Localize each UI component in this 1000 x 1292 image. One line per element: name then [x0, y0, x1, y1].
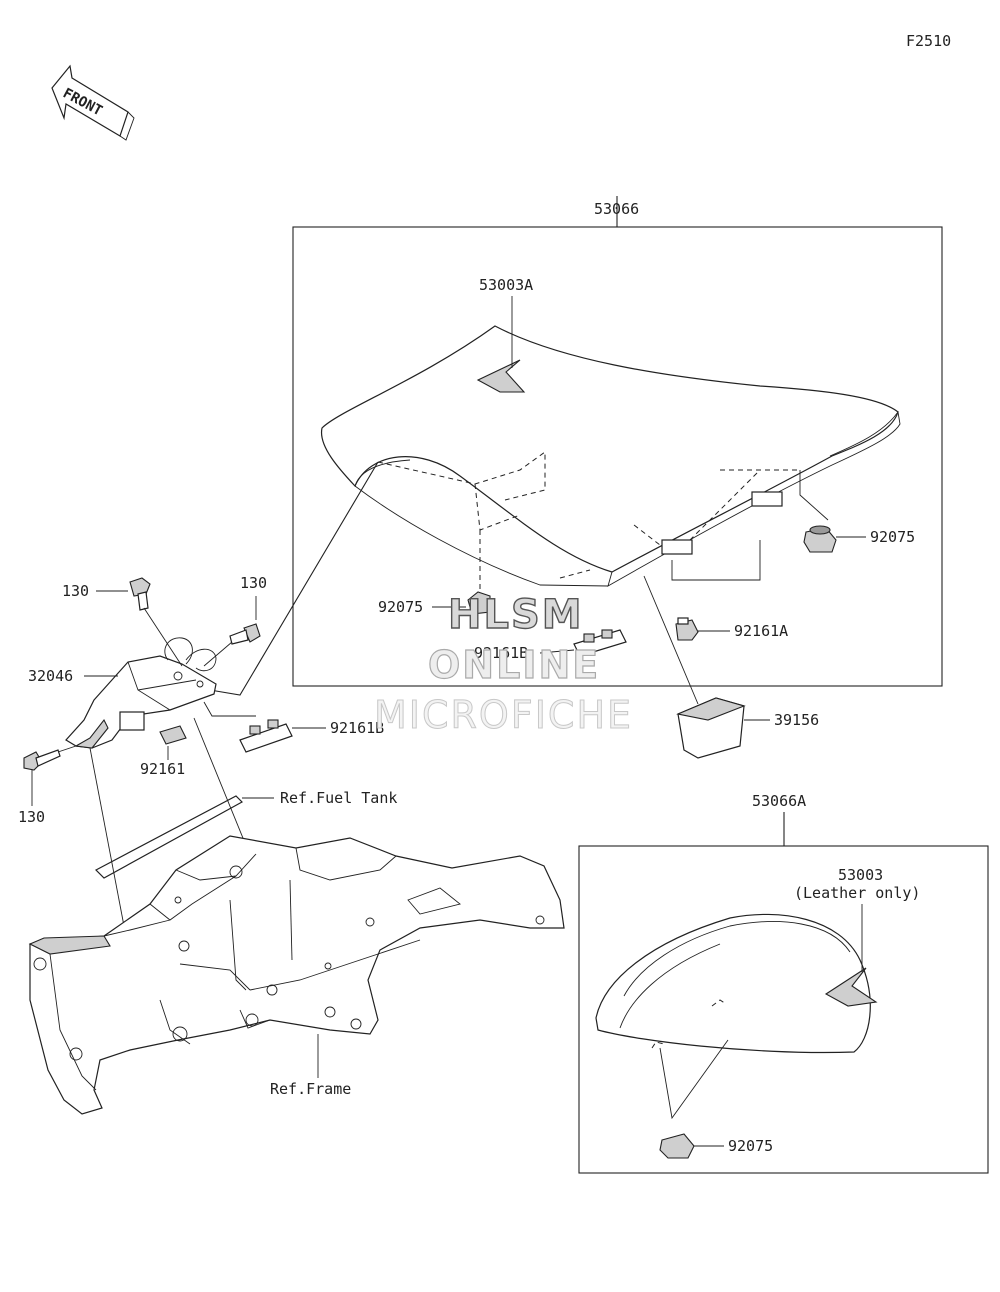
figure-code: F2510: [906, 32, 951, 50]
watermark: HLSM ONLINE MICROFICHE: [374, 591, 633, 737]
label-ref-fuel-tank: Ref.Fuel Tank: [280, 789, 397, 807]
seat-assembly-53066: 92075 92075 92161A 92161B 53003A 53066: [209, 196, 943, 696]
main-seat[interactable]: [320, 325, 899, 573]
pad-92161[interactable]: [159, 725, 187, 760]
bolt-130-top[interactable]: [129, 577, 183, 667]
ref-fuel-tank-plate: [95, 795, 274, 879]
damper-92075-left[interactable]: [467, 591, 491, 615]
label-53066: 53066: [594, 200, 639, 218]
label-92161a: 92161A: [734, 622, 788, 640]
label-ref-frame: Ref.Frame: [270, 1080, 351, 1098]
watermark-line2: ONLINE: [428, 643, 600, 687]
clip-92161a[interactable]: [675, 617, 699, 641]
label-53003a: 53003A: [479, 276, 533, 294]
seat-assembly-53066a: 53066A 92075 53003 (Leather only): [578, 792, 989, 1174]
label-32046: 32046: [28, 667, 73, 685]
label-130-bottom: 130: [18, 808, 45, 826]
watermark-line1: HLSM: [448, 592, 584, 638]
clip-92161b-seat[interactable]: [573, 629, 627, 657]
damper-92075-b[interactable]: [659, 1133, 695, 1159]
bolt-130-right[interactable]: [203, 596, 261, 667]
label-92161b-seat: 92161B: [474, 644, 528, 662]
front-arrow-icon: FRONT: [51, 64, 135, 141]
bolt-130-bottom[interactable]: [23, 745, 77, 806]
label-53003: 53003: [838, 866, 883, 884]
watermark-line3: MICROFICHE: [374, 693, 633, 737]
label-130-right: 130: [240, 574, 267, 592]
label-53066a: 53066A: [752, 792, 806, 810]
label-130-top: 130: [62, 582, 89, 600]
label-92075-left: 92075: [378, 598, 423, 616]
ref-frame: [28, 835, 565, 1115]
label-39156: 39156: [774, 711, 819, 729]
label-92075-right: 92075: [870, 528, 915, 546]
label-53003-note: (Leather only): [794, 884, 920, 902]
label-92161: 92161: [140, 760, 185, 778]
label-92161b-bracket: 92161B: [330, 719, 384, 737]
label-92075-b: 92075: [728, 1137, 773, 1155]
bracket-32046[interactable]: [65, 637, 217, 749]
clip-92161b-bracket[interactable]: [203, 701, 293, 753]
pillion-seat[interactable]: [595, 913, 871, 1054]
foam-39156[interactable]: [643, 575, 770, 759]
damper-92075-right[interactable]: [803, 525, 837, 553]
